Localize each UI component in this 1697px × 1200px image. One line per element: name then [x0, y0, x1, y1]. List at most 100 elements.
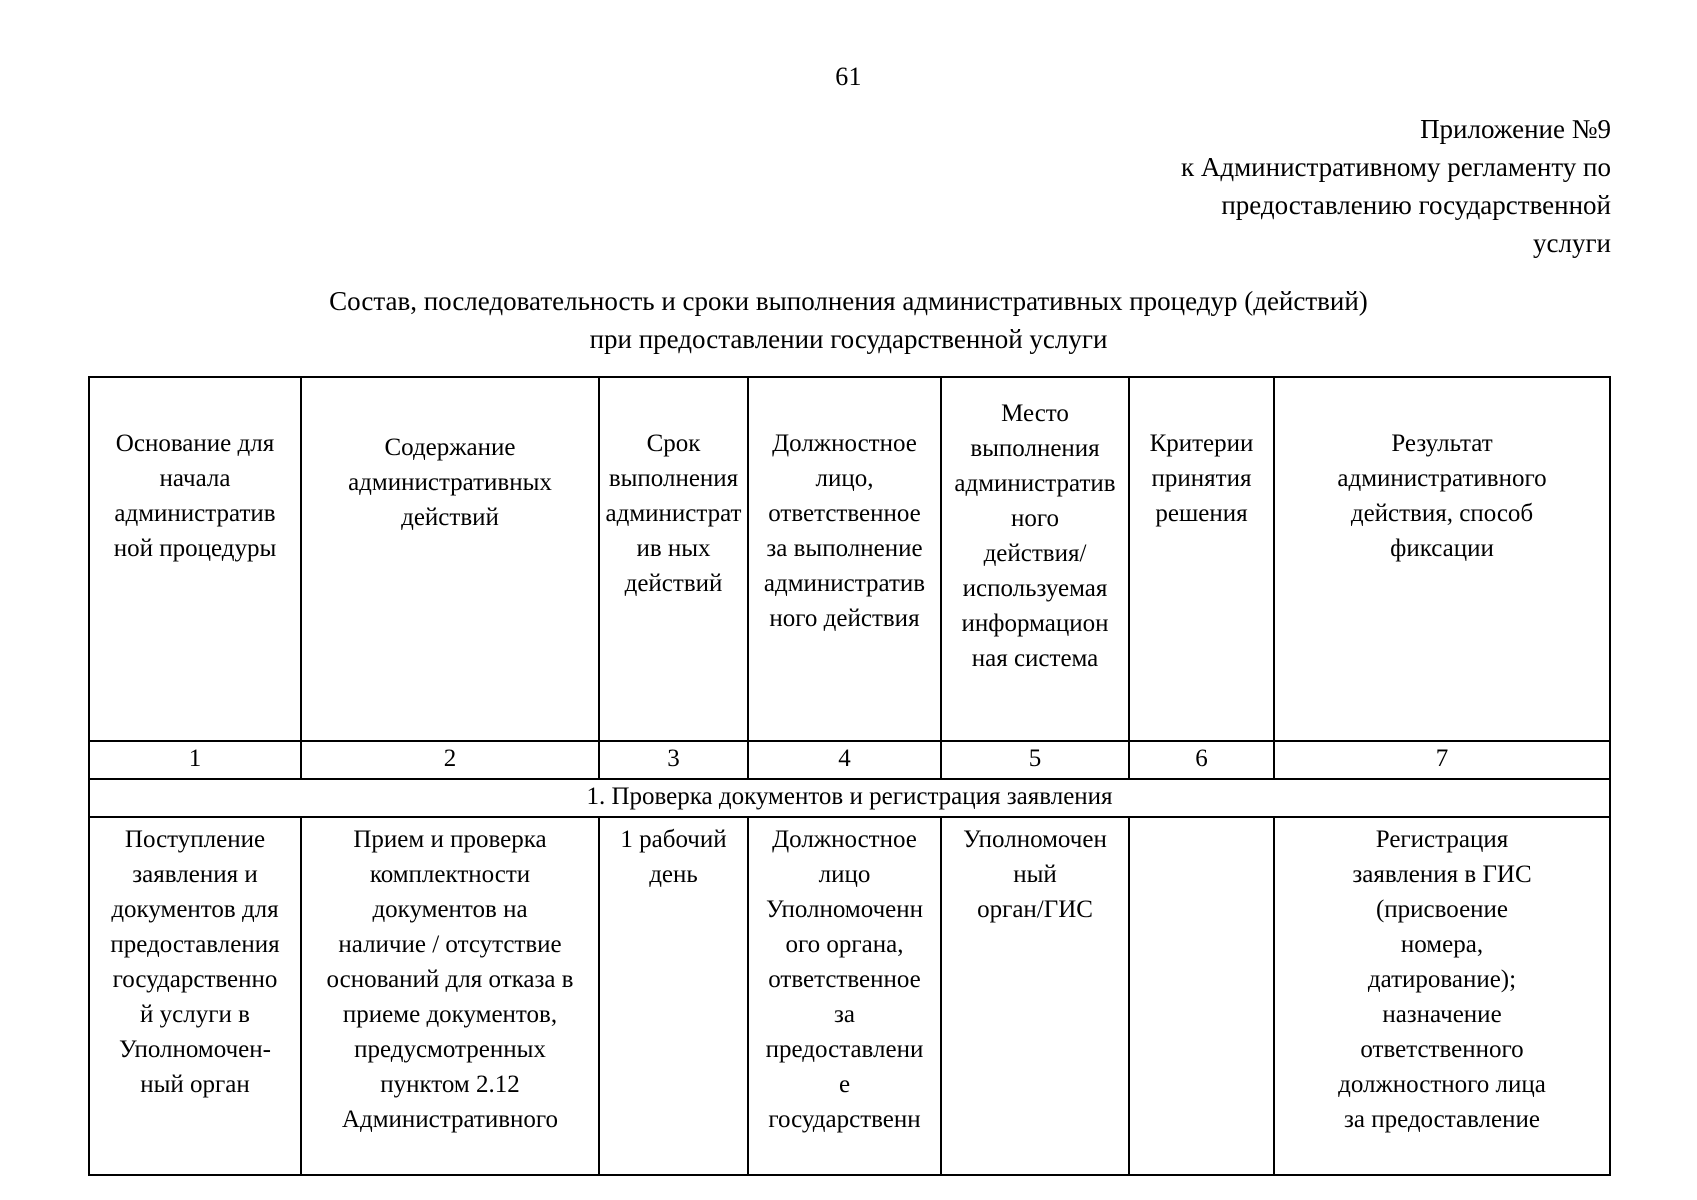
table-header-row: Основание для начала административ ной проц…: [88, 376, 1611, 742]
column-header-result-text: Результат административного действия, спос…: [1278, 426, 1606, 566]
column-header-term-text: Срок выполнения администрат ив ных действий: [603, 426, 744, 601]
text-line: приеме документов,: [342, 1001, 558, 1028]
text-line: ный орган: [140, 1071, 250, 1098]
text-line: наличие / отсутствие: [338, 931, 562, 958]
text-line: принятия: [1151, 465, 1252, 492]
column-number-7: 7: [1273, 740, 1611, 780]
section-header-row: 1. Проверка документов и регистрация зая…: [88, 778, 1611, 818]
text-line: административных: [348, 469, 552, 496]
text-line: Срок: [646, 430, 701, 457]
administrative-procedures-table: Основание для начала административ ной проц…: [88, 376, 1611, 1176]
text-line: используемая: [962, 575, 1108, 602]
appendix-line-1: Приложение №9: [1420, 114, 1611, 144]
text-line: ный: [1013, 861, 1057, 888]
text-line: лицо: [818, 861, 871, 888]
text-line: административного: [1337, 465, 1547, 492]
text-line: действия/: [983, 540, 1087, 567]
text-line: Прием и проверка: [353, 826, 547, 853]
column-header-result: Результат административного действия, спос…: [1273, 376, 1611, 742]
text-line: действий: [624, 570, 723, 597]
text-line: (присвоение: [1375, 896, 1509, 923]
column-number-6: 6: [1128, 740, 1275, 780]
text-line: за выполнение: [766, 535, 923, 562]
text-line: Результат: [1391, 430, 1493, 457]
text-line: предусмотренных: [354, 1036, 546, 1063]
text-line: документов на: [372, 896, 528, 923]
cell-place: Уполномочен ный орган/ГИС: [940, 816, 1130, 1176]
text-line: номера,: [1400, 931, 1484, 958]
text-line: ого органа,: [785, 931, 904, 958]
text-line: действия, способ: [1350, 500, 1534, 527]
text-line: фиксации: [1390, 535, 1494, 562]
text-line: ответственное: [768, 966, 921, 993]
column-header-criteria-text: Критерии принятия решения: [1133, 426, 1270, 531]
document-title-line-1: Состав, последовательность и сроки выпол…: [329, 286, 1368, 316]
text-line: должностного лица: [1338, 1071, 1546, 1098]
text-line: административ: [114, 500, 276, 527]
text-line: Должностное: [772, 826, 917, 853]
text-line: комплектности: [369, 861, 531, 888]
text-line: ив ных: [636, 535, 711, 562]
table-body: 1. Проверка документов и регистрация зая…: [88, 778, 1611, 1176]
text-line: е: [838, 1071, 851, 1098]
column-header-basis: Основание для начала административ ной проц…: [88, 376, 302, 742]
text-line: Основание для: [115, 430, 275, 457]
text-line: информацион: [961, 610, 1109, 637]
text-line: заявления в ГИС: [1352, 861, 1532, 888]
column-number-3: 3: [598, 740, 749, 780]
appendix-line-2: к Административному регламенту по: [1180, 152, 1611, 182]
text-line: Уполномочен: [963, 826, 1107, 853]
cell-criteria: [1128, 816, 1275, 1176]
text-line: решения: [1155, 500, 1248, 527]
text-line: за: [834, 1001, 855, 1028]
text-line: Уполномоченн: [765, 896, 924, 923]
text-line: администрат: [605, 500, 742, 527]
document-title: Состав, последовательность и сроки выпол…: [0, 282, 1697, 358]
text-line: пунктом 2.12: [380, 1071, 520, 1098]
text-line: Уполномочен-: [119, 1036, 271, 1063]
text-line: назначение: [1382, 1001, 1502, 1028]
text-line: предоставлени: [765, 1036, 924, 1063]
column-number-2: 2: [300, 740, 600, 780]
appendix-line-3: предоставлению государственной: [1221, 190, 1611, 220]
column-header-criteria: Критерии принятия решения: [1128, 376, 1275, 742]
text-line: ного: [1010, 505, 1059, 532]
text-line: Критерии: [1149, 430, 1254, 457]
column-header-term: Срок выполнения администрат ив ных действий: [598, 376, 749, 742]
text-line: ной процедуры: [113, 535, 277, 562]
text-line: оснований для отказа в: [326, 966, 574, 993]
text-line: й услуги в: [140, 1001, 250, 1028]
column-number-row: 1 2 3 4 5 6 7: [88, 740, 1611, 780]
procedures-table-wrapper: Основание для начала административ ной проц…: [88, 376, 1611, 1176]
document-title-line-2: при предоставлении государственной услуг…: [589, 324, 1108, 354]
column-number-1: 1: [88, 740, 302, 780]
text-line: Место: [1001, 400, 1069, 427]
text-line: административ: [763, 570, 926, 597]
appendix-line-4: услуги: [1533, 228, 1611, 258]
text-line: орган/ГИС: [977, 896, 1093, 923]
text-line: лицо,: [815, 465, 874, 492]
text-line: административ: [954, 470, 1116, 497]
text-line: государственн: [768, 1106, 921, 1133]
text-line: начала: [159, 465, 231, 492]
column-number-4: 4: [747, 740, 942, 780]
column-header-basis-text: Основание для начала административ ной проц…: [93, 426, 297, 566]
text-line: Поступление: [124, 826, 266, 853]
text-line: выполнения: [608, 465, 739, 492]
cell-place-text: Уполномочен ный орган/ГИС: [945, 822, 1125, 927]
text-line: Административного: [341, 1106, 559, 1133]
cell-content: Прием и проверка комплектности документов …: [300, 816, 600, 1176]
